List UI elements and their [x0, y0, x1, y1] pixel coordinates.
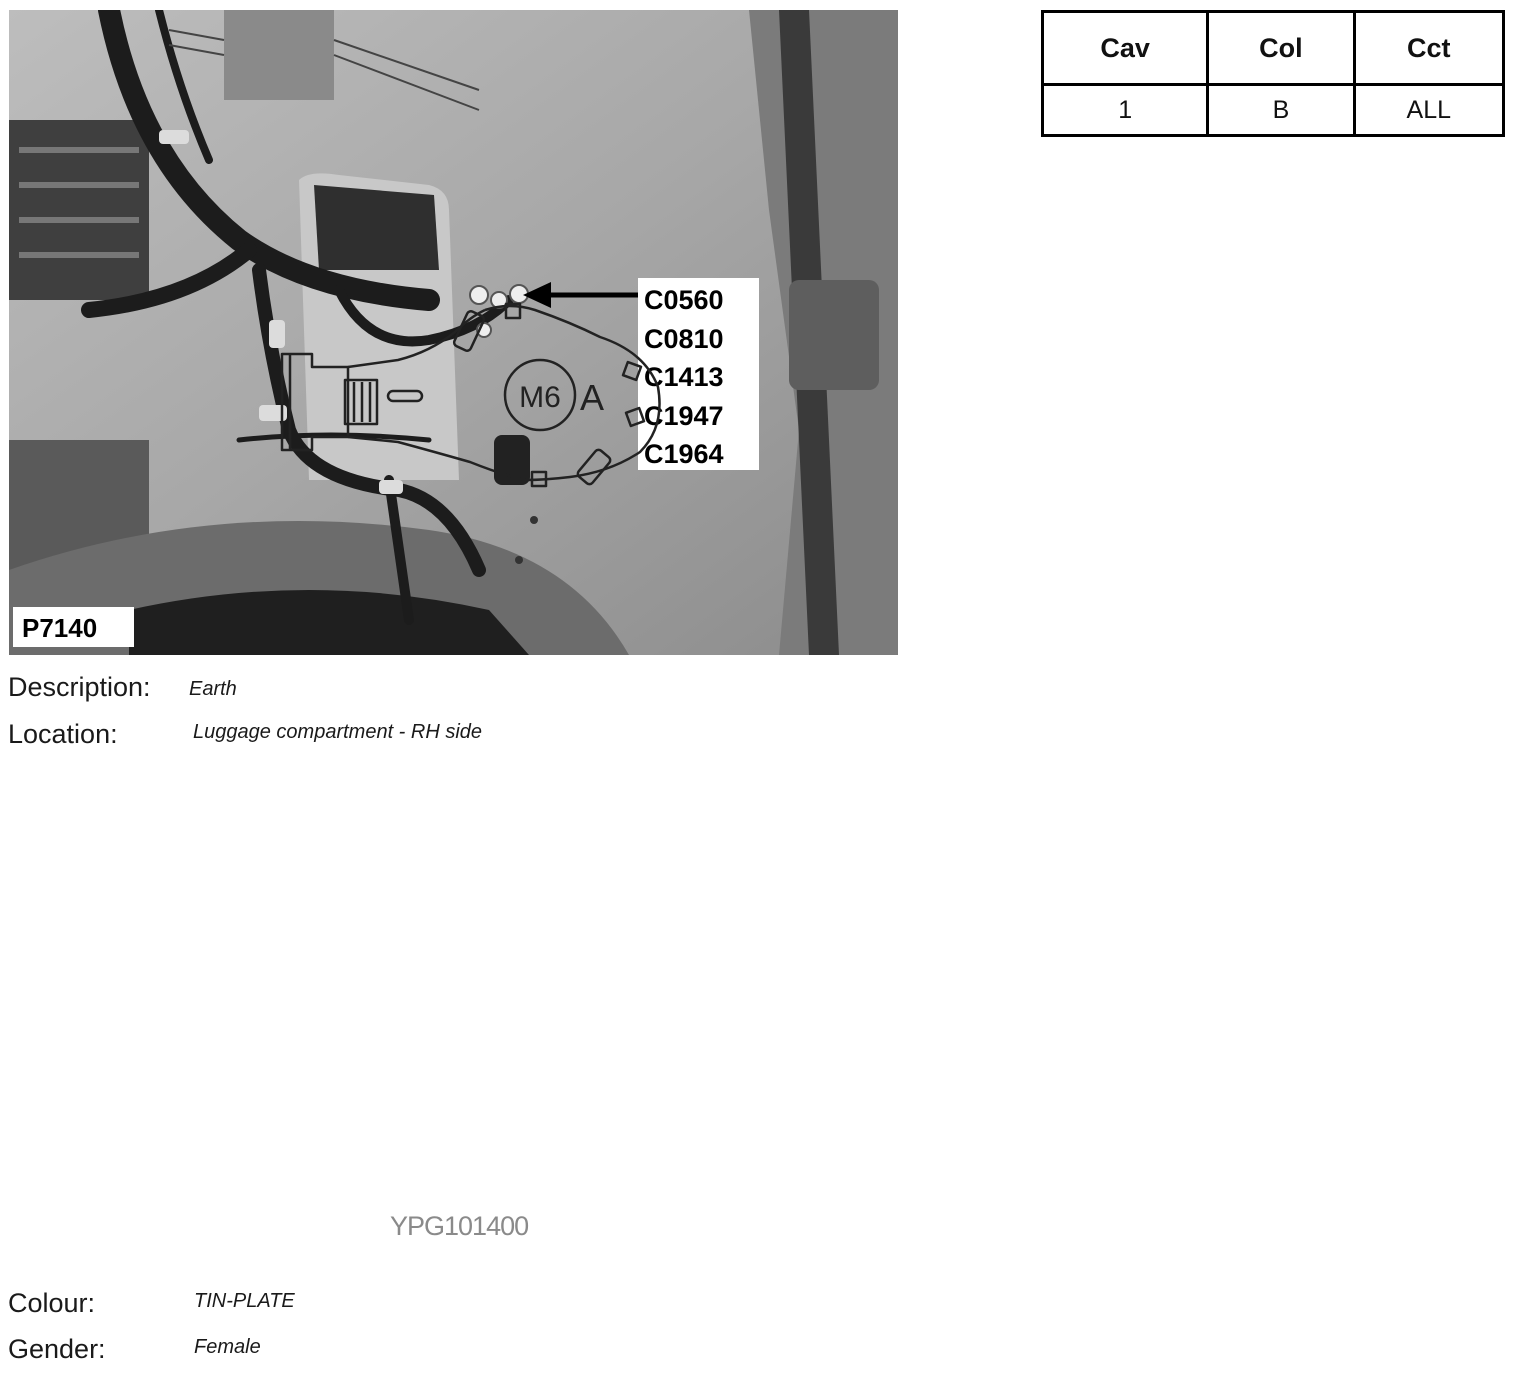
stud-size-text: M6	[519, 381, 561, 414]
header-cav: Cav	[1040, 10, 1210, 86]
cell-cav: 1	[1040, 83, 1210, 137]
location-label: Location:	[8, 719, 118, 749]
table-row: 1 B ALL	[1040, 83, 1506, 137]
gender-label: Gender:	[8, 1334, 106, 1364]
colour-value: TIN-PLATE	[194, 1290, 295, 1312]
part-number: YPG101400	[390, 1211, 529, 1241]
header-col: Col	[1206, 10, 1356, 86]
header-cct: Cct	[1352, 10, 1506, 86]
location-value: Luggage compartment - RH side	[193, 721, 483, 743]
pin-table: Cav Col Cct 1 B ALL	[1040, 10, 1506, 137]
connector-code: C0810	[644, 323, 724, 354]
connector-code: C1964	[644, 439, 724, 469]
description-value: Earth	[189, 678, 237, 700]
cell-cct: ALL	[1352, 83, 1506, 137]
description-label: Description:	[8, 672, 151, 702]
cell-col: B	[1206, 83, 1356, 137]
connector-code: C0560	[644, 285, 724, 315]
photo-id-label: P7140	[13, 607, 134, 647]
eyelet-terminal-drawing: M6 A	[280, 302, 661, 488]
marking-text: A	[580, 377, 604, 418]
gender-value: Female	[194, 1336, 261, 1358]
pin-table-header-row: Cav Col Cct	[1040, 10, 1506, 86]
colour-label: Colour:	[8, 1288, 96, 1318]
connector-codes-callout: C0560 C0810 C1413 C1947 C1964	[638, 278, 759, 470]
